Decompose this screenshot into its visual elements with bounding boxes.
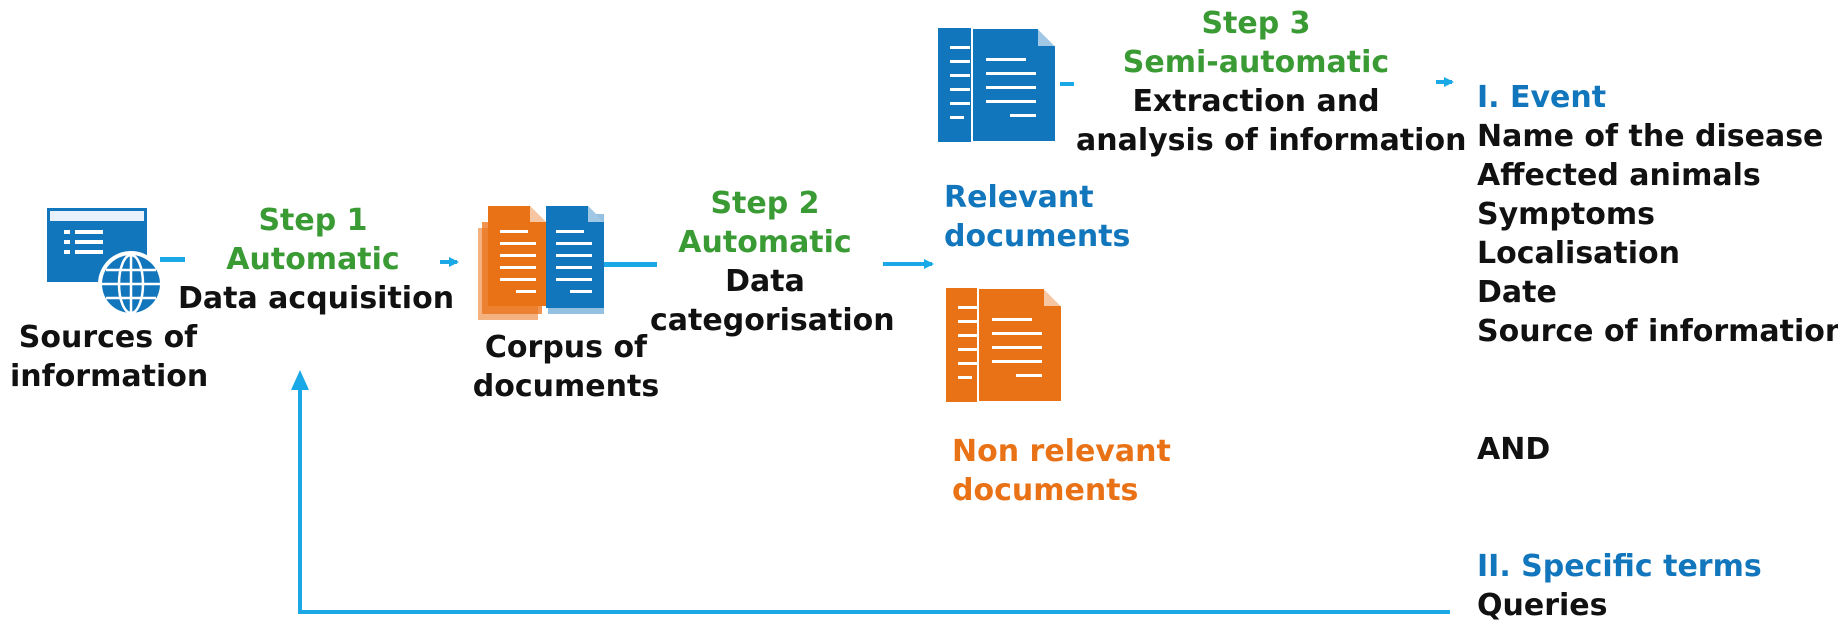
sources-label-line1: Sources of [18,320,198,355]
event-title: I. Event [1477,80,1607,115]
specific-terms-title: II. Specific terms [1477,549,1762,584]
step1-mode: Automatic [226,242,400,277]
event-item: Date [1477,275,1557,310]
specific-terms-block: II. Specific terms Queries [1477,547,1762,625]
relevant-label: Relevant documents [944,178,1130,256]
step2-mode: Automatic [678,225,852,260]
step3-desc-line1: Extraction and [1132,84,1380,119]
step2-desc-line2: categorisation [650,303,895,338]
event-item: Name of the disease [1477,119,1824,154]
corpus-label-line2: documents [472,369,660,404]
step2-desc-line1: Data [725,264,805,299]
relevant-label-line1: Relevant [944,180,1094,215]
document-icon [938,27,1057,143]
sources-label: Sources of information [10,318,209,396]
non-relevant-label: Non relevant documents [952,432,1171,510]
document-stack-icon [478,206,604,320]
non-relevant-label-line1: Non relevant [952,434,1171,469]
step3-mode: Semi-automatic [1122,45,1390,80]
step2-title: Step 2 [710,186,820,221]
document-icon [946,287,1063,403]
queries-label: Queries [1477,588,1608,623]
step3-title: Step 3 [1201,6,1311,41]
non-relevant-label-line2: documents [952,473,1139,508]
and-label: AND [1477,432,1551,467]
relevant-label-line2: documents [944,219,1131,254]
event-item: Localisation [1477,236,1681,271]
sources-label-line2: information [10,359,209,394]
corpus-label-line1: Corpus of [484,330,648,365]
event-item: Source of information [1477,314,1838,349]
step1-desc: Data acquisition [178,281,455,316]
step1-block: Step 1 Automatic Data acquisition [178,201,455,318]
step3-block: Step 3 Semi-automatic Extraction and ana… [1076,4,1467,160]
event-item: Affected animals [1477,158,1761,193]
step2-block: Step 2 Automatic Data categorisation [650,184,895,340]
browser-globe-icon [47,208,164,317]
corpus-label: Corpus of documents [468,328,664,406]
feedback-arrow [298,380,1450,614]
step3-desc-line2: analysis of information [1076,123,1467,158]
event-item: Symptoms [1477,197,1655,232]
event-block: I. Event Name of the disease Affected an… [1477,78,1838,351]
step1-title: Step 1 [258,203,368,238]
